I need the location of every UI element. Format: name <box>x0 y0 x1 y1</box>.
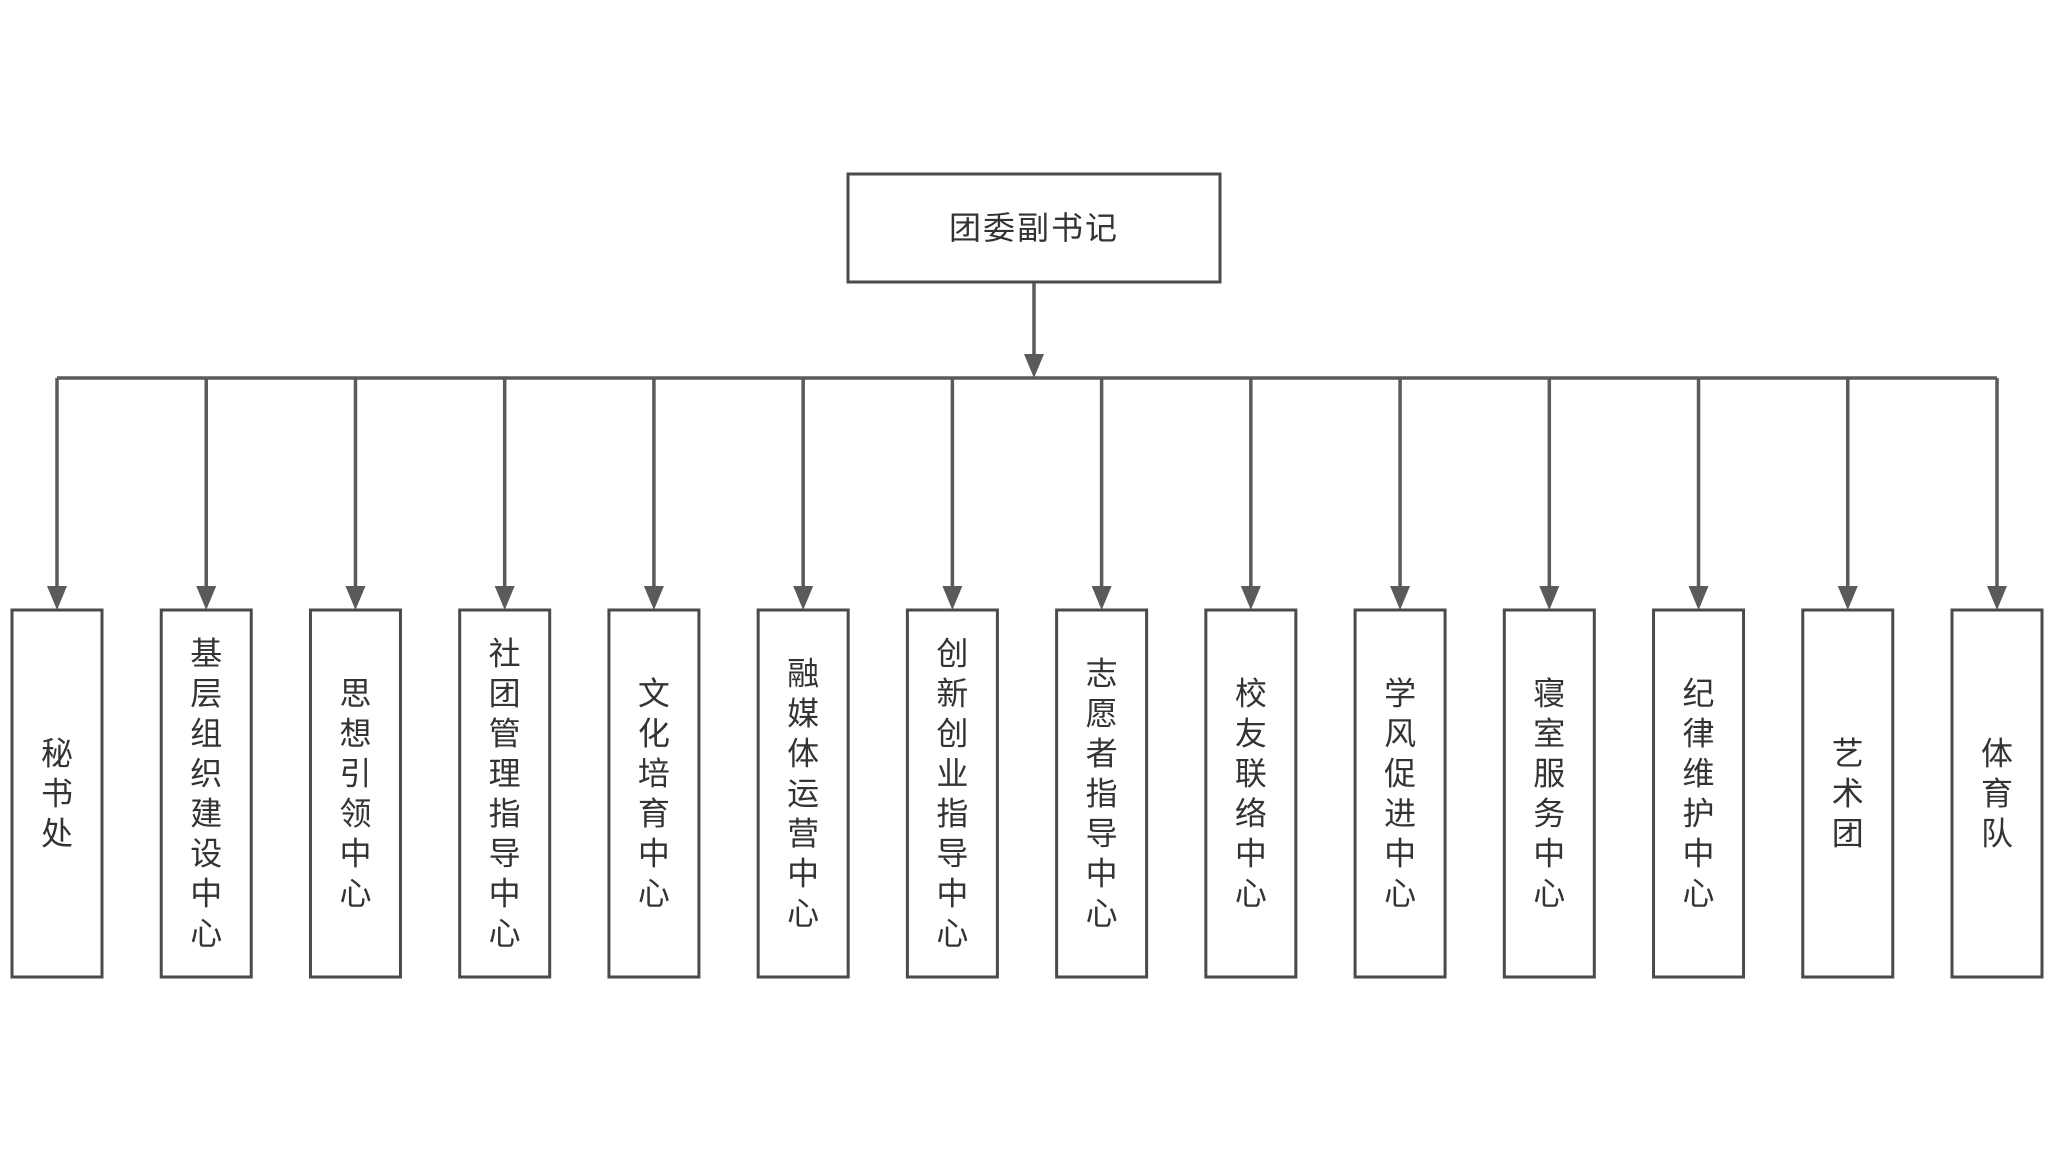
child-node: 艺术团 <box>1801 608 1895 979</box>
child-nodes: 秘书处 基层组织建设中心 思想引领中心 社团管理指导中心 文化培育中心 融媒体运营中心 创新… <box>10 608 2044 979</box>
child-box <box>756 608 850 979</box>
child-node: 志愿者指导中心 <box>1055 608 1149 979</box>
child-label: 社团管理指导中心 <box>489 635 521 953</box>
child-arrowhead <box>793 586 814 610</box>
child-arrowhead <box>942 586 963 610</box>
child-arrowhead <box>47 586 67 610</box>
child-arrowhead <box>1091 586 1112 610</box>
child-label: 志愿者指导中心 <box>1086 655 1118 933</box>
child-label: 创新创业指导中心 <box>936 635 968 953</box>
child-box <box>607 608 701 979</box>
child-label: 基层组织建设中心 <box>190 635 222 953</box>
child-arrowhead <box>1240 586 1261 610</box>
child-node: 寝室服务中心 <box>1502 608 1596 979</box>
root-label: 团委副书记 <box>949 209 1119 247</box>
child-label: 思想引领中心 <box>339 675 371 913</box>
child-arrowhead <box>1837 586 1858 610</box>
child-label: 体育队 <box>1981 735 2013 853</box>
child-box <box>1950 608 2044 979</box>
child-node: 基层组织建设中心 <box>159 608 253 979</box>
child-label: 寝室服务中心 <box>1533 675 1565 913</box>
child-node: 学风促进中心 <box>1353 608 1447 979</box>
child-node: 秘书处 <box>10 608 104 979</box>
child-box <box>905 608 999 979</box>
child-box <box>458 608 552 979</box>
child-arrowhead <box>494 586 515 610</box>
child-arrowhead <box>345 586 366 610</box>
child-arrowhead <box>1688 586 1709 610</box>
child-node: 文化培育中心 <box>607 608 701 979</box>
child-arrowhead <box>643 586 664 610</box>
child-arrowhead <box>1539 586 1560 610</box>
child-box <box>308 608 402 979</box>
child-node: 校友联络中心 <box>1204 608 1298 979</box>
child-box <box>1652 608 1746 979</box>
child-node: 社团管理指导中心 <box>458 608 552 979</box>
root-arrowhead <box>1024 354 1044 378</box>
child-box <box>159 608 253 979</box>
root-box <box>846 172 1222 284</box>
child-box <box>1204 608 1298 979</box>
child-node: 创新创业指导中心 <box>905 608 999 979</box>
child-arrowhead <box>1987 586 2007 610</box>
root-node: 团委副书记 <box>846 172 1222 284</box>
child-node: 体育队 <box>1950 608 2044 979</box>
child-label: 艺术团 <box>1832 735 1864 853</box>
child-node: 思想引领中心 <box>308 608 402 979</box>
child-label: 秘书处 <box>41 735 73 853</box>
child-label: 校友联络中心 <box>1235 675 1267 913</box>
child-label: 融媒体运营中心 <box>787 655 819 933</box>
child-label: 纪律维护中心 <box>1683 675 1715 913</box>
child-arrowhead <box>1390 586 1411 610</box>
child-node: 融媒体运营中心 <box>756 608 850 979</box>
connectors <box>47 282 2007 610</box>
child-box <box>1502 608 1596 979</box>
child-node: 纪律维护中心 <box>1652 608 1746 979</box>
child-box <box>1801 608 1895 979</box>
child-box <box>1055 608 1149 979</box>
child-label: 学风促进中心 <box>1384 675 1416 913</box>
child-label: 文化培育中心 <box>638 675 670 913</box>
child-box <box>10 608 104 979</box>
child-box <box>1353 608 1447 979</box>
child-arrowhead <box>196 586 217 610</box>
